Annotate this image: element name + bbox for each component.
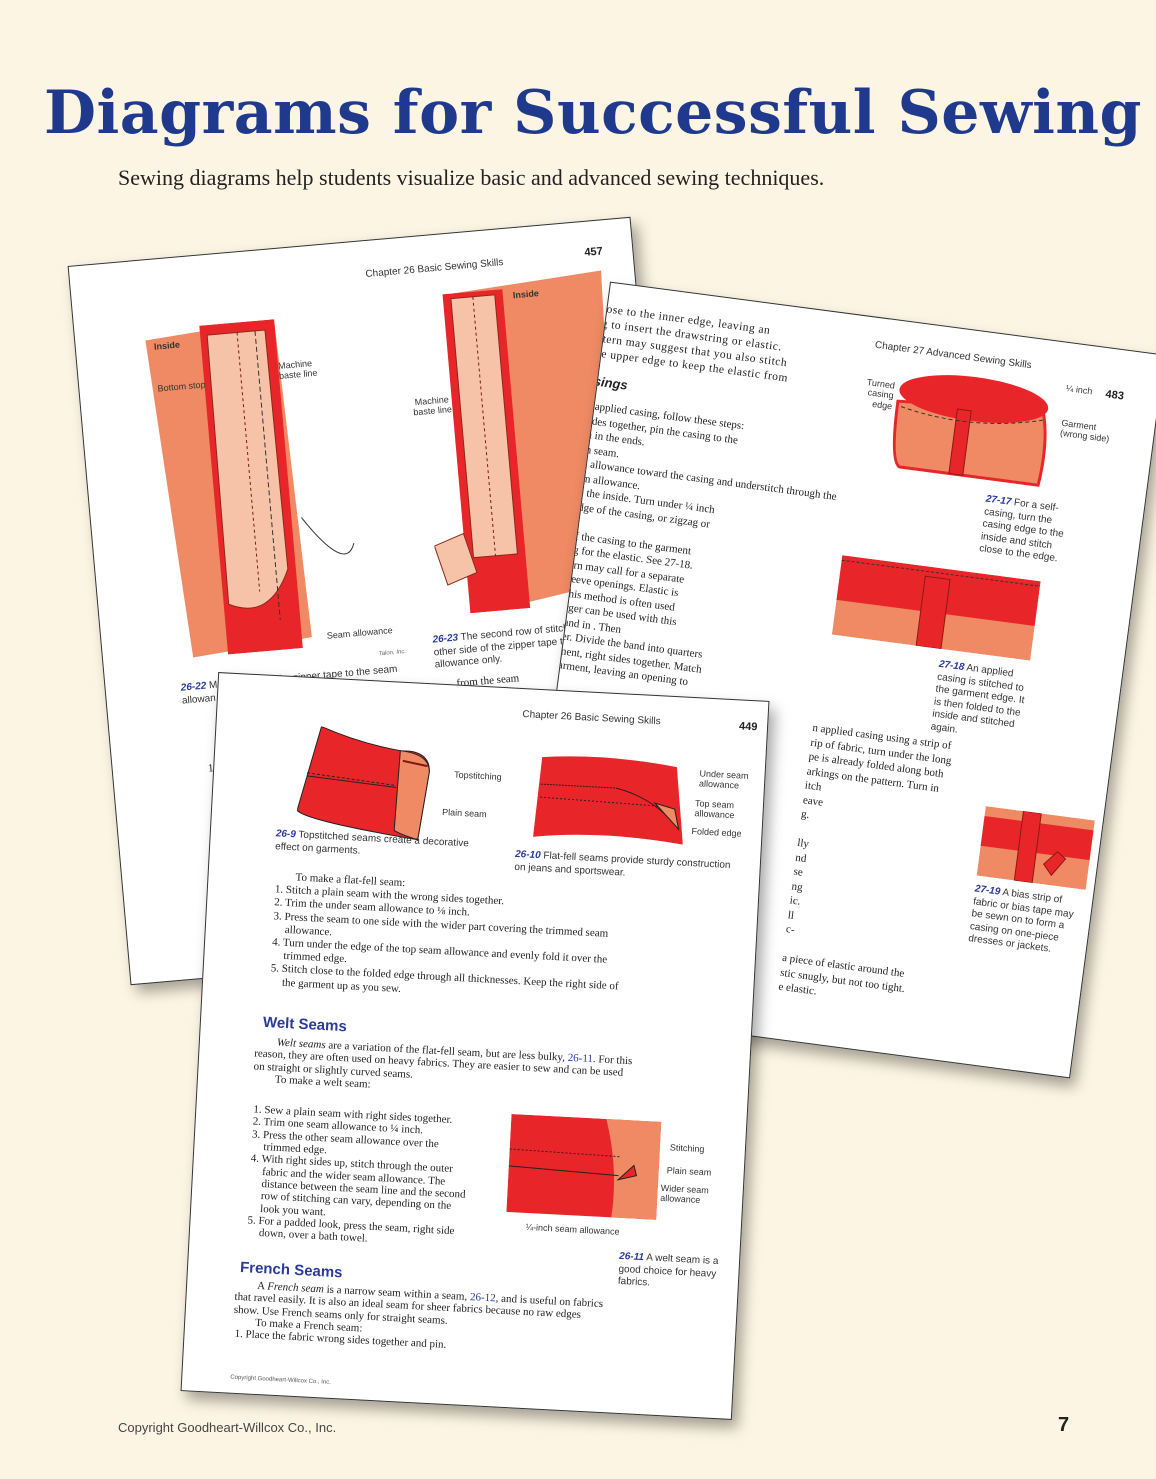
caption-text: For a self-casing, turn the casing edge …	[978, 497, 1065, 565]
topstitched-seam-illustration	[296, 725, 430, 841]
casing-illustration-27-19	[976, 806, 1095, 890]
casing-illustration-27-17	[892, 375, 1049, 487]
figure-number: 26-11	[618, 1250, 645, 1264]
caption-text: Flat-fell seams provide sturdy construct…	[514, 850, 731, 879]
caption-text: An applied casing is stitched to the gar…	[930, 662, 1026, 736]
section-heading-french-seams: French Seams	[239, 1259, 343, 1282]
body-text-column: n applied casing, follow these steps:sid…	[550, 399, 838, 719]
section-heading-casings: sings	[592, 373, 629, 393]
caption-27-18: 27-18 An applied casing is stitched to t…	[930, 659, 1034, 746]
caption-27-17: 27-17 For a self-casing, turn the casing…	[978, 494, 1080, 568]
label-top-seam-allowance: Top seam allowance	[694, 798, 735, 821]
zipper-illustration-26-23	[433, 270, 619, 614]
chapter-header: Chapter 26 Basic Sewing Skills	[522, 709, 661, 728]
page-number: 449	[738, 720, 758, 734]
label-folded-edge: Folded edge	[691, 826, 742, 839]
french-seams-paragraph: A French seam is a narrow seam within a …	[232, 1279, 607, 1360]
footer-page-number: 7	[1058, 1414, 1070, 1436]
body-text-top: close to the inner edge, leaving an ng t…	[591, 301, 857, 394]
footer-copyright: Copyright Goodheart-Willcox Co., Inc.	[118, 1420, 337, 1435]
page-number: 483	[1104, 388, 1125, 403]
label-garment-wrong-side: Garment (wrong side)	[1059, 417, 1110, 445]
label-under-seam-allowance: Under seam allowance	[698, 768, 749, 791]
page-copyright: Copyright Goodheart-Willcox Co., Inc.	[230, 1374, 332, 1386]
label-machine-baste-line-right: Machine baste line	[413, 394, 453, 418]
label-wider-seam-allowance: Wider seam allowance	[660, 1182, 710, 1206]
page-subtitle: Sewing diagrams help students visualize …	[118, 165, 825, 190]
chapter-header: Chapter 26 Basic Sewing Skills	[365, 257, 504, 281]
label-plain-seam-welt: Plain seam	[666, 1165, 712, 1178]
welt-seam-steps: 1. Sew a plain seam with right sides tog…	[245, 1103, 477, 1250]
flat-fell-instructions: To make a flat-fell seam: 1. Stitch a pl…	[268, 870, 629, 1007]
section-heading-welt-seams: Welt Seams	[262, 1013, 348, 1036]
label-stitching: Stitching	[669, 1142, 705, 1155]
label-quarter-inch: ¼ inch	[1065, 383, 1094, 397]
zipper-illustration-26-22	[145, 319, 355, 658]
caption-text: A bias strip of fabric or bias tape may …	[967, 887, 1075, 955]
figure-reference-link[interactable]: 26-11	[567, 1051, 594, 1066]
textbook-page-483: Chapter 27 Advanced Sewing Skills 483 cl…	[514, 281, 1156, 1079]
label-turned-casing-edge: Turned casing edge	[866, 377, 896, 412]
caption-26-9: 26-9 Topstitched seams create a decorati…	[275, 828, 496, 864]
casing-illustration-27-18	[831, 555, 1041, 661]
textbook-page-449: Chapter 26 Basic Sewing Skills 449 Topst…	[180, 672, 770, 1420]
page-title: Diagrams for Successful Sewing	[43, 78, 1143, 148]
flat-fell-seam-illustration	[533, 756, 683, 845]
welt-seam-illustration	[506, 1114, 662, 1220]
caption-text-cut: allowan	[181, 692, 217, 707]
figure-reference-link[interactable]: 26-12	[469, 1291, 496, 1305]
label-plain-seam: Plain seam	[441, 806, 487, 820]
image-credit: Talon, Inc.	[378, 648, 407, 658]
welt-seams-paragraph: Welt seams are a variation of the flat-f…	[253, 1035, 635, 1104]
caption-27-19: 27-19 A bias strip of fabric or bias tap…	[967, 883, 1084, 959]
figure-number: 26-10	[514, 848, 541, 862]
page-number: 457	[583, 245, 604, 259]
label-quarter-inch-seam-allowance: ¼-inch seam allowance	[525, 1221, 620, 1237]
step-item: 4. With right sides up, stitch through t…	[250, 1152, 466, 1218]
figure-number: 26-9	[275, 828, 297, 841]
figure-number: 26-23	[432, 632, 459, 646]
textbook-page-457: Chapter 26 Basic Sewing Skills 457 Insid…	[67, 216, 694, 986]
label-topstitching: Topstitching	[453, 769, 502, 783]
caption-26-11: 26-11 A welt seam is a good choice for h…	[618, 1251, 720, 1294]
caption-26-10: 26-10 Flat-fell seams provide sturdy con…	[514, 849, 735, 885]
figure-number: 26-22	[180, 680, 207, 694]
label-machine-baste-line: Machine baste line	[277, 358, 318, 382]
flat-fell-steps: 1. Stitch a plain seam with the wrong si…	[268, 883, 628, 1007]
